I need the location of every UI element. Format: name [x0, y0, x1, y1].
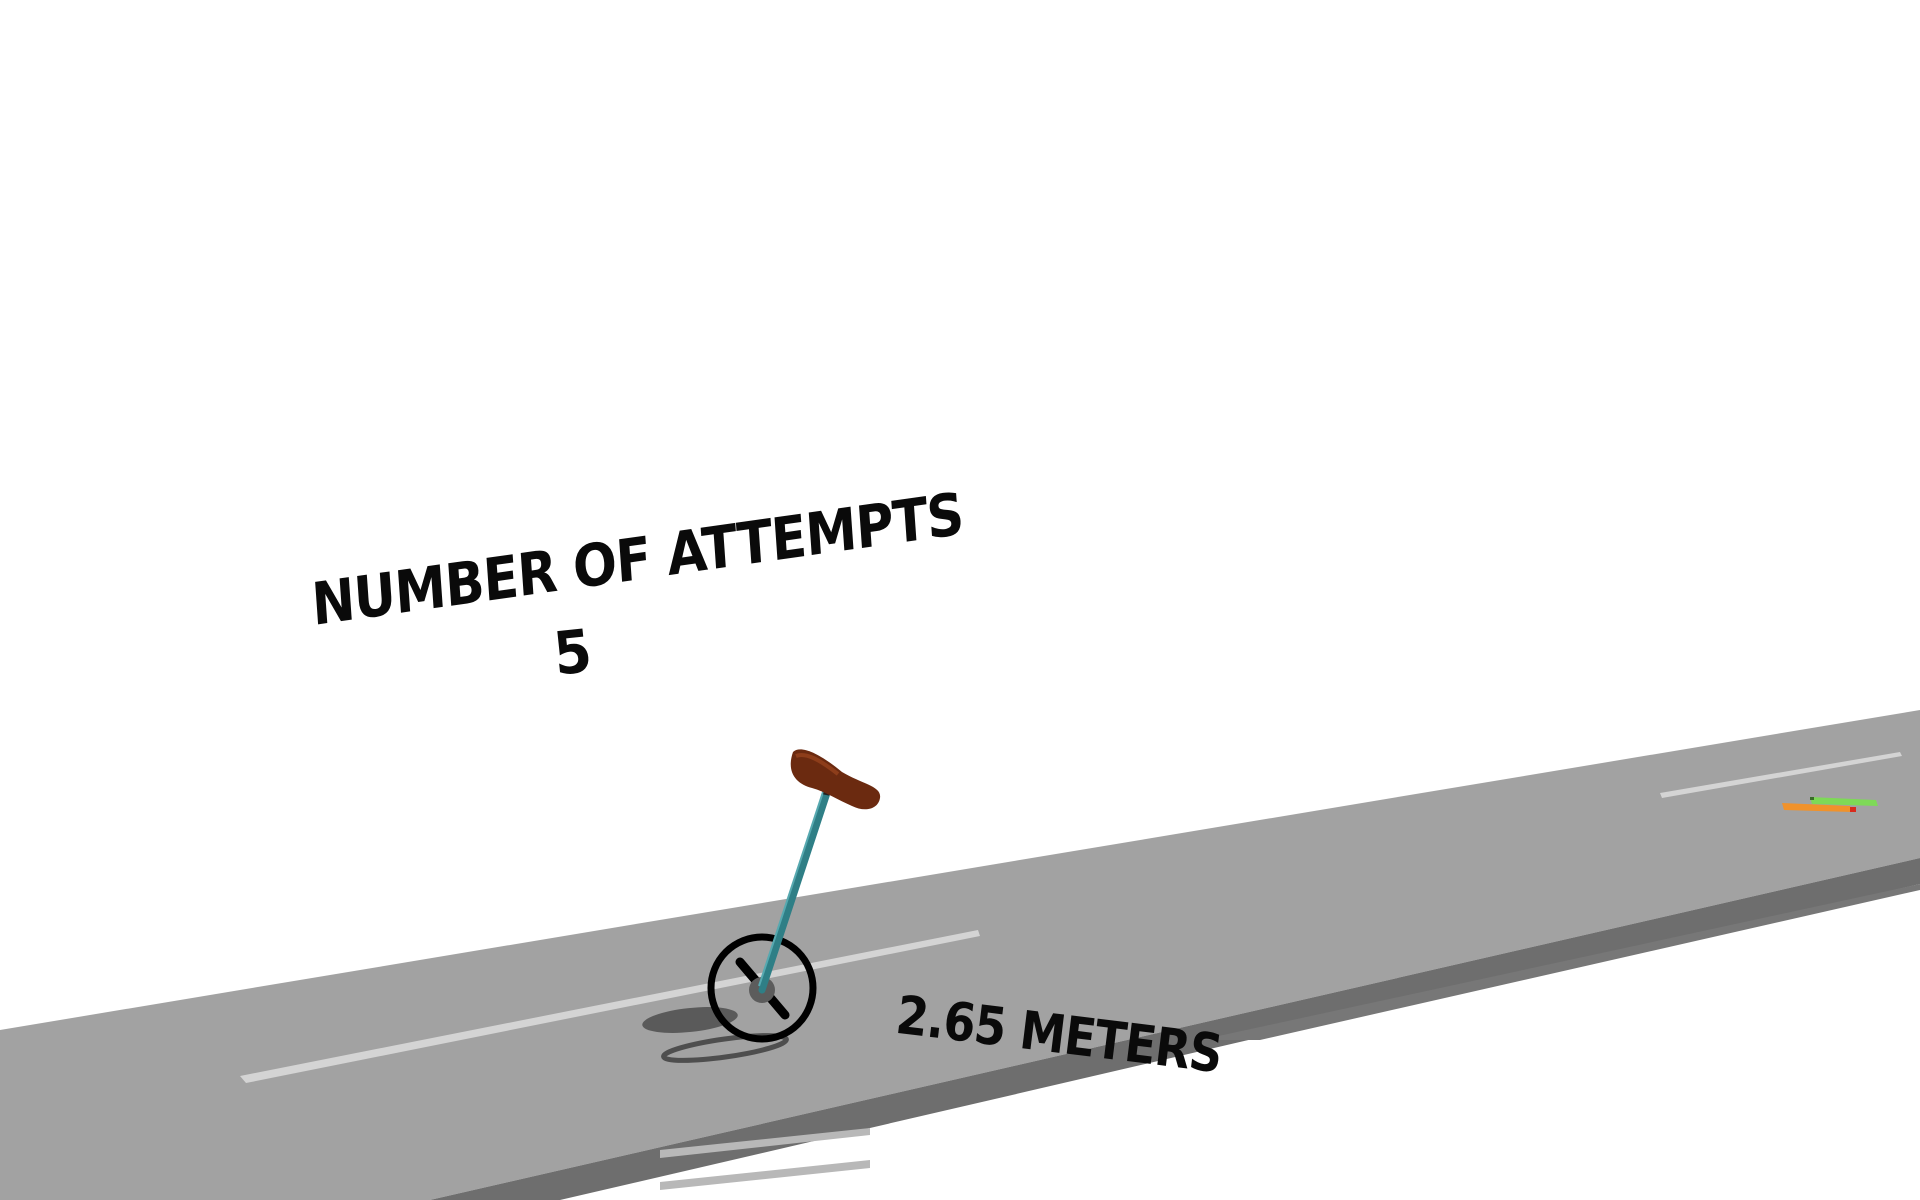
attempts-count: 5 [550, 616, 595, 689]
lane-marking [660, 1160, 870, 1190]
unicycle-icon [642, 749, 881, 1063]
road-surface [0, 710, 1920, 1200]
lane-marking [660, 1128, 870, 1158]
lane-marking [240, 930, 980, 1083]
lane-marking [1660, 752, 1902, 798]
finish-marker-icon [1782, 797, 1878, 812]
road-side-shade [1200, 884, 1920, 1040]
road-side [430, 858, 1920, 1200]
